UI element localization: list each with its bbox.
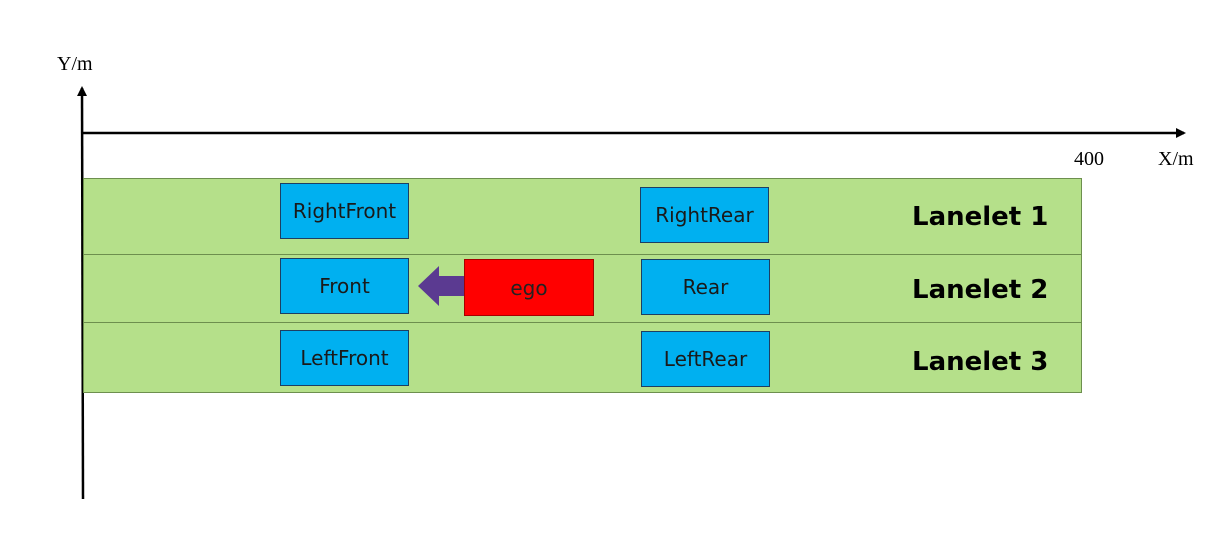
- vehicle-front: Front: [280, 258, 409, 314]
- vehicle-rear: Rear: [641, 259, 770, 315]
- vehicle-right-front: RightFront: [280, 183, 409, 239]
- vehicle-left-rear: LeftRear: [641, 331, 770, 387]
- x-axis-label: X/m: [1158, 148, 1194, 170]
- road: Lanelet 1 Lanelet 2 Lanelet 3: [83, 178, 1082, 393]
- vehicle-left-front: LeftFront: [280, 330, 409, 386]
- y-axis-label: Y/m: [57, 53, 93, 75]
- lanelet-1-label: Lanelet 1: [912, 202, 1049, 232]
- lanelet-3: Lanelet 3: [84, 322, 1081, 392]
- lanelet-2-label: Lanelet 2: [912, 275, 1049, 305]
- left-arrow-icon: [418, 266, 464, 306]
- x-axis-tick-400: 400: [1074, 148, 1104, 170]
- y-axis-line: [77, 86, 88, 500]
- vehicle-right-rear: RightRear: [640, 187, 769, 243]
- lanelet-3-label: Lanelet 3: [912, 347, 1049, 377]
- vehicle-ego: ego: [464, 259, 594, 316]
- lanelet-2: Lanelet 2: [84, 254, 1081, 322]
- lanelet-1: Lanelet 1: [84, 179, 1081, 254]
